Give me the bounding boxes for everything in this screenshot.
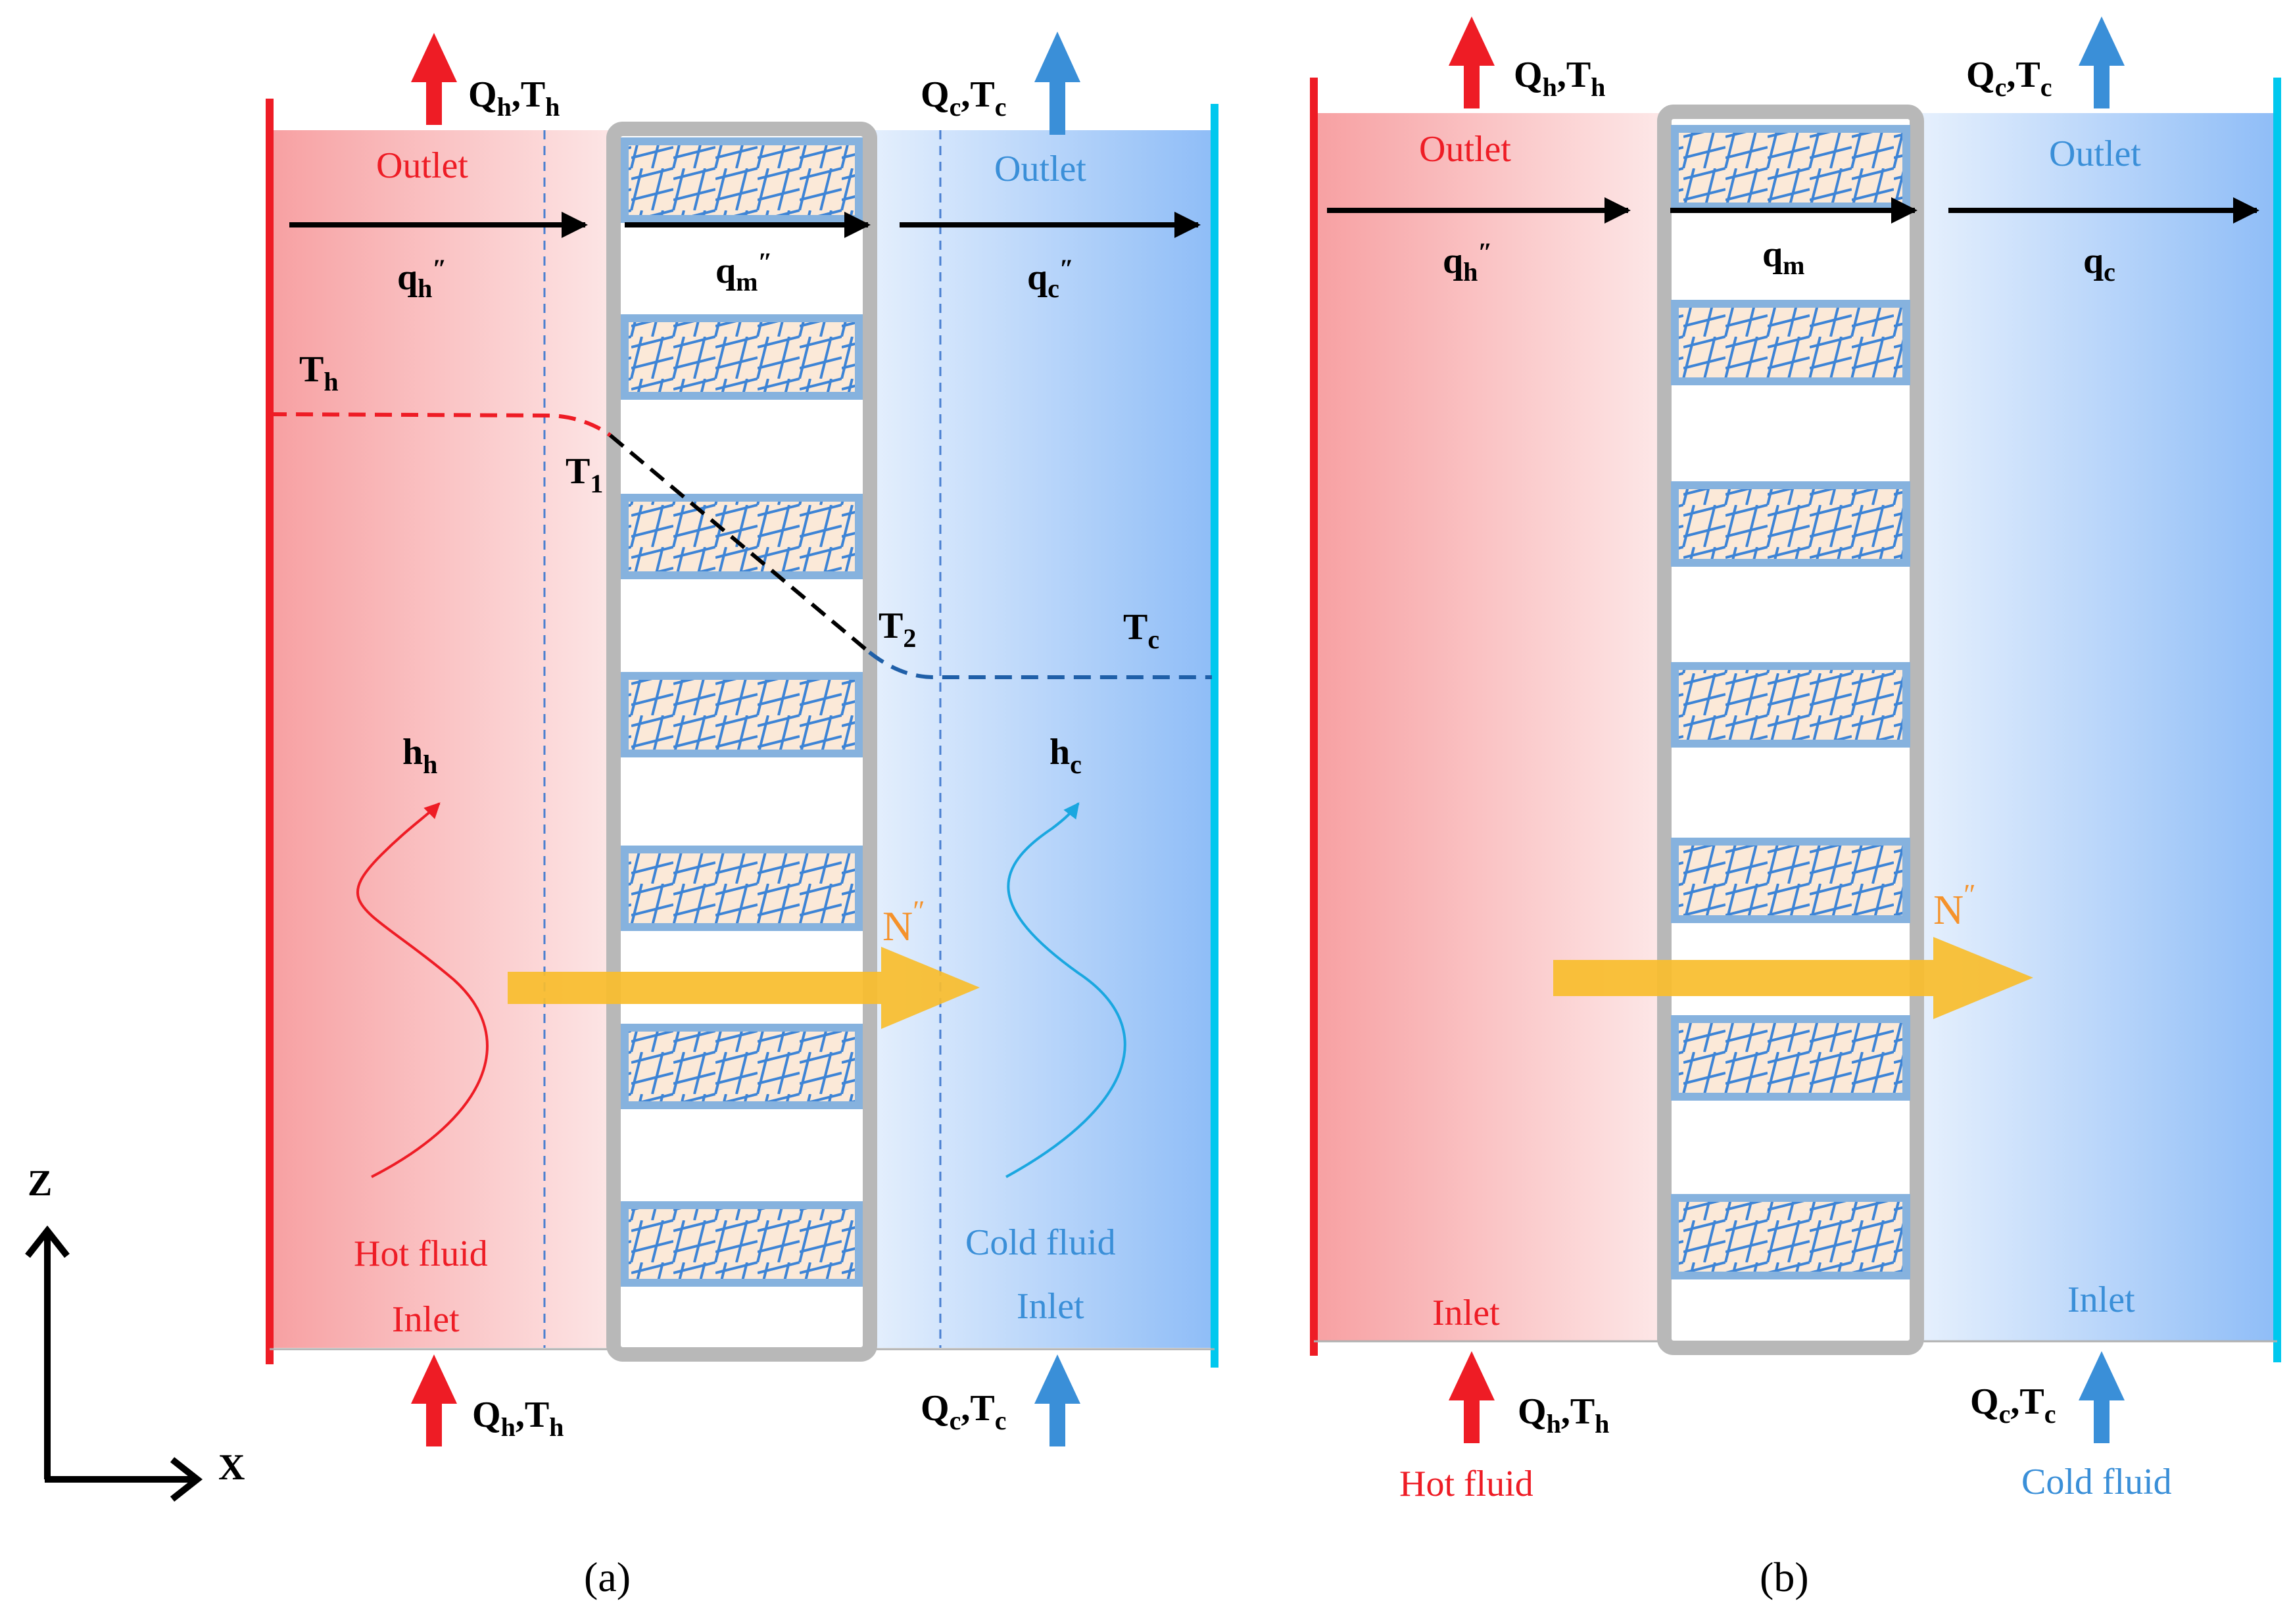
cold-inlet-text-a: Inlet bbox=[1017, 1286, 1084, 1327]
cold-inlet-arrow-b bbox=[2079, 1351, 2125, 1443]
cold-channel-a bbox=[865, 130, 1212, 1348]
cold-outlet-text-a: Outlet bbox=[994, 149, 1086, 189]
hot-fluid-text-a: Hot fluid bbox=[354, 1233, 488, 1274]
axis-z-label: Z bbox=[28, 1163, 52, 1204]
hot-inlet-text-a: Inlet bbox=[392, 1299, 460, 1340]
mass-flux-arrow-a bbox=[508, 947, 980, 1029]
hot-outlet-text-a: Outlet bbox=[376, 145, 468, 186]
hot-inlet-flow-label-b: Qh,Th bbox=[1518, 1391, 1609, 1439]
cold-inlet-text-b: Inlet bbox=[2067, 1279, 2135, 1320]
temp-cold-label: Tc bbox=[1123, 607, 1159, 654]
cold-inlet-flow-label-b: Qc,Tc bbox=[1970, 1381, 2056, 1429]
hot-fluid-text-b: Hot fluid bbox=[1399, 1464, 1533, 1504]
temp-2-label: T2 bbox=[879, 606, 916, 653]
hot-flow-curve bbox=[356, 802, 489, 1178]
temp-hot-label: Th bbox=[299, 349, 339, 396]
hot-outlet-arrow-a bbox=[411, 33, 457, 125]
axes bbox=[25, 1225, 203, 1502]
cold-fluid-text-a: Cold fluid bbox=[965, 1222, 1116, 1263]
heat-flux-cold-label-b: qc bbox=[2083, 241, 2115, 287]
hot-inlet-arrow-a bbox=[411, 1354, 457, 1446]
hot-inlet-flow-label-a: Qh,Th bbox=[472, 1395, 564, 1442]
mass-flux-arrow-b bbox=[1553, 937, 2033, 1019]
temp-profile-membrane bbox=[609, 433, 871, 654]
cold-outlet-flow-label-b: Qc,Tc bbox=[1966, 55, 2052, 102]
caption-a: (a) bbox=[584, 1554, 631, 1600]
mass-flux-label-a: N″ bbox=[882, 895, 925, 949]
htc-hot-label: hh bbox=[402, 732, 437, 779]
hot-channel-a bbox=[270, 130, 625, 1348]
cold-inlet-arrow-a bbox=[1034, 1354, 1080, 1446]
membrane-pores-b bbox=[1671, 125, 1910, 1279]
hot-outlet-flow-label-a: Qh,Th bbox=[468, 74, 560, 122]
temp-1-label: T1 bbox=[566, 451, 603, 498]
heat-flux-hot-label-a: qh″ bbox=[397, 254, 447, 303]
hot-outlet-flow-label-b: Qh,Th bbox=[1514, 55, 1605, 102]
panel-b: Qh,Th Qc,Tc Qh,Th Qc,Tc Outlet Outlet qh… bbox=[1310, 16, 2281, 1600]
cold-channel-b bbox=[1920, 113, 2275, 1341]
htc-cold-label: hc bbox=[1049, 732, 1082, 779]
axis-x-label: X bbox=[218, 1447, 245, 1488]
cold-outlet-arrow-a bbox=[1034, 32, 1080, 135]
membrane-pores-a bbox=[621, 137, 863, 1287]
cold-flow-curve bbox=[1005, 802, 1126, 1178]
temp-profile-cold bbox=[868, 650, 1212, 679]
cold-fluid-text-b: Cold fluid bbox=[2021, 1462, 2172, 1502]
caption-b: (b) bbox=[1760, 1554, 1809, 1600]
cold-outlet-text-b: Outlet bbox=[2049, 133, 2141, 174]
cold-outlet-flow-label-a: Qc,Tc bbox=[921, 74, 1006, 122]
heat-flux-membrane-label-b: qm bbox=[1762, 234, 1804, 280]
mass-flux-label-b: N″ bbox=[1933, 878, 1976, 933]
panel-a: Qh,Th Qc,Tc Qh,Th Qc,Tc Outlet Outlet qh… bbox=[25, 32, 1218, 1600]
heat-flux-membrane-label-a: qm″ bbox=[715, 247, 773, 297]
heat-flux-hot-label-b: qh″ bbox=[1443, 237, 1493, 287]
cold-outlet-arrow-b bbox=[2079, 16, 2125, 108]
hot-outlet-text-b: Outlet bbox=[1419, 129, 1511, 170]
hot-channel-b bbox=[1314, 113, 1666, 1341]
hot-inlet-arrow-b bbox=[1449, 1351, 1495, 1443]
heat-flux-cold-label-a: qc″ bbox=[1027, 254, 1074, 303]
cold-inlet-flow-label-a: Qc,Tc bbox=[921, 1388, 1006, 1435]
hot-inlet-text-b: Inlet bbox=[1432, 1293, 1500, 1333]
hot-outlet-arrow-b bbox=[1449, 16, 1495, 108]
